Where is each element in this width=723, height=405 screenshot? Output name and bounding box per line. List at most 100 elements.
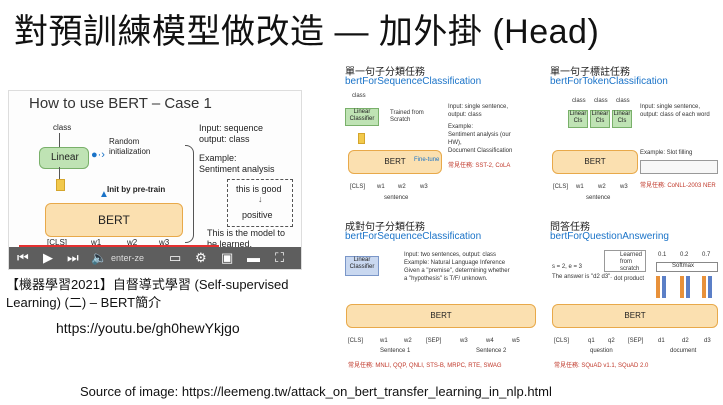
miniplayer-icon[interactable]: ▣ xyxy=(221,250,234,265)
panel3-token-5: w4 xyxy=(486,338,494,344)
panel4-token-1: q1 xyxy=(588,338,595,344)
next-icon[interactable]: ⏭ xyxy=(67,250,79,265)
panel2-bert: BERT xyxy=(552,150,638,174)
panel4-token-6: d3 xyxy=(704,338,711,344)
video-token-2: w2 xyxy=(127,238,138,247)
panel4-token-0: [CLS] xyxy=(554,338,570,344)
panel2-desc2: output: class of each word xyxy=(640,112,710,118)
init-pretrain-label: Init by pre-train xyxy=(107,185,166,194)
panel1-desc6: Document Classification xyxy=(448,148,513,154)
progress-bar[interactable] xyxy=(19,245,219,247)
panel3-title: 成對句子分類任務 xyxy=(345,222,425,233)
panel4-bar-d3 xyxy=(702,276,706,298)
panel2-subtitle: bertForTokenClassification xyxy=(550,76,668,87)
panel4-answer: The answer is "d2 d3". xyxy=(552,274,612,280)
model-note: This is the model to be learned. xyxy=(207,228,286,249)
settings-icon[interactable]: ⚙ xyxy=(195,250,207,265)
panel4-bar-d3b xyxy=(708,276,712,298)
panel2-token-2: w2 xyxy=(598,184,606,190)
panel1-subtitle: bertForSequenceClassification xyxy=(345,76,482,87)
panel3-bert: BERT xyxy=(346,304,536,328)
panel2-cls-b: Linear Cls xyxy=(590,110,610,128)
panel1-desc2: output: class xyxy=(448,112,482,118)
video-token-3: w3 xyxy=(159,238,170,247)
panel1-class: class xyxy=(352,93,366,99)
panel4-tasks: 常見任務: SQuAD v1.1, SQuAD 2.0 xyxy=(554,363,649,369)
up-arrow-icon: ▲ xyxy=(99,189,109,200)
panel4-learned-box xyxy=(604,250,646,272)
panel4-prob-2: 0.7 xyxy=(702,252,711,258)
panel4-token-4: d1 xyxy=(658,338,665,344)
panel1-token-0: [CLS] xyxy=(350,184,366,190)
panel2-token-3: w3 xyxy=(620,184,628,190)
video-link[interactable]: https://youtu.be/gh0hewYkjgo xyxy=(56,320,240,336)
panel1-desc1: Input: single sentence, xyxy=(448,104,509,110)
panel3-desc2: Example: Natural Language Inference xyxy=(404,260,506,266)
cls-vector xyxy=(56,179,65,191)
input-label: Input: sequence xyxy=(199,123,264,133)
panel4-bar-d1 xyxy=(656,276,660,298)
panel2-tasks: 常見任務: CoNLL-2003 NER xyxy=(640,183,716,189)
panel1-cls-vector xyxy=(358,133,365,144)
source-caption: Source of image: https://leemeng.tw/atta… xyxy=(80,384,552,399)
bert-box: BERT xyxy=(45,203,183,237)
panel2-cls-c: Linear Cls xyxy=(612,110,632,128)
panel1-title: 單一句子分類任務 xyxy=(345,67,425,78)
panel2-token-0: [CLS] xyxy=(553,184,569,190)
panel3-linear: Linear Classifier xyxy=(345,256,379,276)
panel2-token-1: w1 xyxy=(576,184,584,190)
volume-icon[interactable]: 🔈 xyxy=(91,250,108,265)
panel1-desc4: Sentiment analysis (our xyxy=(448,132,511,138)
panel2-example: Example: Slot filling xyxy=(640,150,693,156)
panel4-se: s = 2, e = 3 xyxy=(552,264,583,270)
panel3-sent1: Sentence 1 xyxy=(380,348,411,354)
panel2-slot-example xyxy=(640,160,718,174)
panel2-title: 單一句子標註任務 xyxy=(550,67,630,78)
panel2-cls-a: Linear Cls xyxy=(568,110,588,128)
video-controls: ⏮ ▶ ⏭ 🔈 enter-ze ▭ ⚙ ▣ ▬ ⛶ xyxy=(9,247,301,269)
panel2-class-a: class xyxy=(572,98,586,104)
panel3-token-2: w2 xyxy=(404,338,412,344)
panel1-token-1: w1 xyxy=(377,184,385,190)
panel4-token-5: d2 xyxy=(682,338,689,344)
class-label: class xyxy=(53,123,72,132)
panel1-finetune: Fine-tune xyxy=(414,157,440,163)
panel1-bert: BERT xyxy=(348,150,442,174)
panel1-token-2: w2 xyxy=(398,184,406,190)
panel4-dot: dot product xyxy=(614,276,645,282)
panel1-token-3: w3 xyxy=(420,184,428,190)
panel1-linear: Linear Classifier xyxy=(345,108,379,126)
panel3-desc3: Given a "premise", determining whether xyxy=(404,268,510,274)
panel4-softmax: Softmax xyxy=(672,263,695,269)
sample-text: this is good xyxy=(236,184,282,194)
panel3-tasks: 常見任務: MNLI, QQP, QNLI, STS-B, MRPC, RTE,… xyxy=(348,363,502,369)
sample-result: positive xyxy=(242,210,273,220)
panel1-sentence: sentence xyxy=(384,195,409,201)
video-player[interactable]: How to use BERT – Case 1 class Linear ●·… xyxy=(8,90,302,270)
previous-icon[interactable]: ⏮ xyxy=(17,250,29,265)
panel3-sent2: Sentence 2 xyxy=(476,348,507,354)
panel4-learned: Learned from scratch xyxy=(620,252,643,272)
panel4-token-2: q2 xyxy=(608,338,615,344)
panel4-bar-d1b xyxy=(662,276,666,298)
panel4-bert: BERT xyxy=(552,304,718,328)
panel2-sentence: sentence xyxy=(586,195,611,201)
output-label: output: class xyxy=(199,134,250,144)
linear-box: Linear xyxy=(39,147,89,169)
captions-icon[interactable]: ▭ xyxy=(169,250,182,265)
panel2-class-c: class xyxy=(616,98,630,104)
panel4-question: question xyxy=(590,348,613,354)
panel4-softmax-box xyxy=(656,262,718,272)
video-token-0: [CLS] xyxy=(47,238,68,247)
sample-box: this is good ↓ positive xyxy=(227,179,293,227)
video-token-1: w1 xyxy=(91,238,102,247)
bert-to-linear-line xyxy=(59,167,60,189)
play-icon[interactable]: ▶ xyxy=(43,250,53,265)
fullscreen-icon[interactable]: ⛶ xyxy=(275,250,285,265)
panel3-token-1: w1 xyxy=(380,338,388,344)
video-heading: How to use BERT – Case 1 xyxy=(29,95,212,112)
panel3-desc4: a "hypothesis" is T/F/ unknown. xyxy=(404,276,488,282)
panel2-desc1: Input: single sentence, xyxy=(640,104,701,110)
panel3-token-0: [CLS] xyxy=(348,338,364,344)
theater-icon[interactable]: ▬ xyxy=(247,250,260,265)
